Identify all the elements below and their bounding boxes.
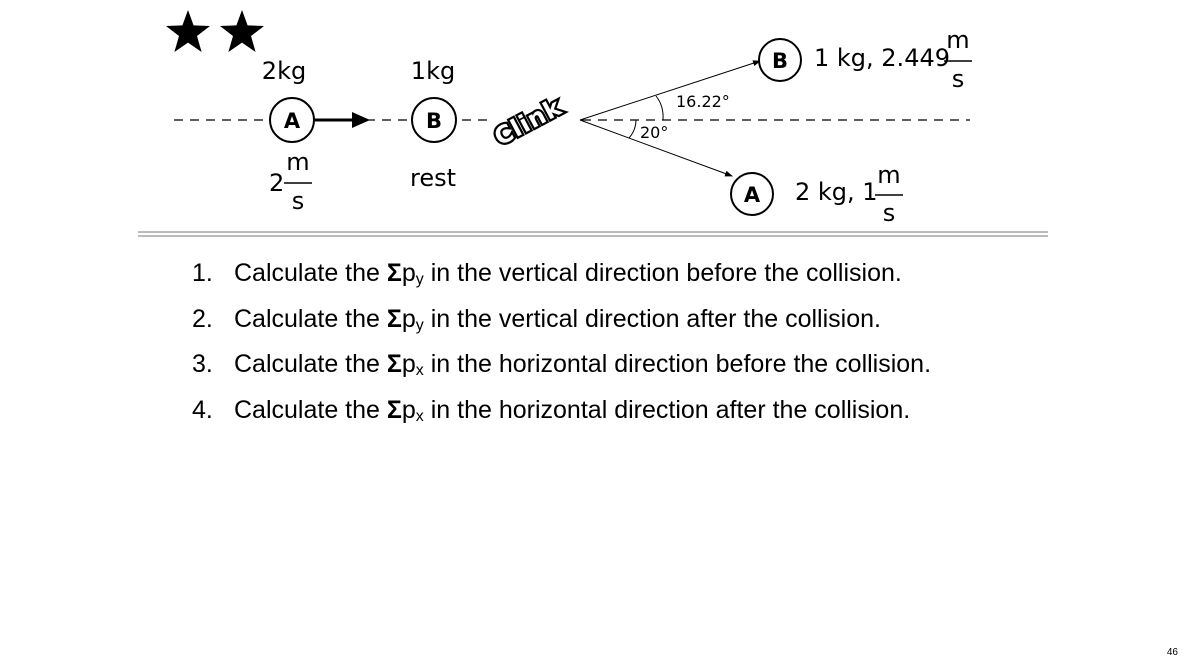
- ball-a-after-label: 2 kg, 1 m s: [795, 161, 903, 227]
- ball-a-speed-number: 2: [269, 169, 284, 197]
- angle-a-label: 20°: [640, 123, 668, 142]
- component-subscript: y: [415, 316, 424, 334]
- ball-a-initial-speed: 2 m s: [269, 148, 312, 215]
- question-list: 1.Calculate the Σpy in the vertical dire…: [192, 258, 931, 440]
- ball-a-after-unit-s: s: [883, 199, 896, 227]
- trajectory-ball-b: [579, 60, 761, 121]
- momentum-symbol: p: [401, 259, 416, 287]
- svg-text:Clink: Clink: [490, 93, 567, 152]
- question-text: in the vertical direction after the coll…: [423, 304, 881, 333]
- ball-a-unit-s: s: [292, 187, 305, 215]
- sigma-symbol: Σ: [386, 395, 402, 424]
- ball-b-after-desc: 1 kg, 2.449: [814, 44, 950, 72]
- angle-arc-a: [628, 119, 637, 139]
- ball-a-after: A: [730, 172, 774, 216]
- star-icon: [166, 10, 210, 52]
- ball-b-after-label: 1 kg, 2.449 m s: [814, 26, 972, 93]
- question-text: Calculate the: [234, 304, 387, 333]
- question-text: in the vertical direction before the col…: [423, 259, 902, 287]
- impact-word: Clink: [487, 90, 568, 153]
- ball-b-letter: B: [426, 109, 442, 133]
- ball-a-after-desc: 2 kg, 1: [795, 178, 878, 206]
- question-item: 4. Calculate the Σpx in the horizontal di…: [192, 395, 931, 441]
- question-number: 2.: [192, 304, 213, 333]
- component-subscript: x: [415, 407, 424, 425]
- ball-a-after-unit-m: m: [877, 161, 900, 189]
- sigma-symbol: Σ: [386, 304, 402, 333]
- question-text: Calculate the: [234, 259, 387, 287]
- question-number: 4.: [192, 395, 213, 424]
- component-subscript: y: [415, 271, 424, 288]
- page-number: 46: [1166, 647, 1178, 658]
- angle-b-label: 16.22°: [676, 92, 730, 111]
- ball-b-before: B: [411, 97, 457, 143]
- question-text: Calculate the: [234, 350, 387, 378]
- trajectory-ball-a: [579, 119, 733, 177]
- angle-arc-b: [655, 95, 664, 121]
- ball-a-before: A: [269, 97, 315, 143]
- collision-diagram: A 2kg 2 m s B 1kg rest Clink 16.22° 20° …: [138, 10, 1048, 237]
- question-item: 1. Calculate the Σpy in the vertical dire…: [192, 258, 931, 304]
- momentum-symbol: p: [401, 304, 416, 333]
- ball-b-after-unit-s: s: [952, 65, 965, 93]
- ball-b-state: rest: [410, 164, 456, 192]
- sigma-symbol: Σ: [386, 259, 402, 287]
- component-subscript: x: [415, 362, 424, 379]
- velocity-arrow: [315, 112, 370, 128]
- ball-a-unit-m: m: [286, 148, 309, 176]
- momentum-symbol: p: [401, 395, 416, 424]
- question-text: in the horizontal direction after the co…: [423, 395, 911, 424]
- ball-b-after: B: [758, 38, 802, 82]
- sigma-symbol: Σ: [386, 350, 402, 378]
- question-number: 1.: [192, 259, 213, 287]
- ball-a-letter: A: [284, 109, 301, 133]
- ball-b-mass: 1kg: [411, 57, 455, 85]
- difficulty-stars: [166, 10, 264, 52]
- star-icon: [220, 10, 264, 52]
- ball-b-after-letter: B: [772, 49, 788, 73]
- question-item: 2. Calculate the Σpy in the vertical dire…: [192, 304, 931, 350]
- ball-a-mass: 2kg: [262, 57, 306, 85]
- question-number: 3.: [192, 350, 213, 378]
- question-text: Calculate the: [234, 395, 387, 424]
- question-item: 3. Calculate the Σpx in the horizontal di…: [192, 349, 931, 395]
- ball-b-after-unit-m: m: [946, 26, 969, 54]
- question-text: in the horizontal direction before the c…: [423, 350, 932, 378]
- momentum-symbol: p: [401, 350, 416, 378]
- ball-a-after-letter: A: [744, 183, 761, 207]
